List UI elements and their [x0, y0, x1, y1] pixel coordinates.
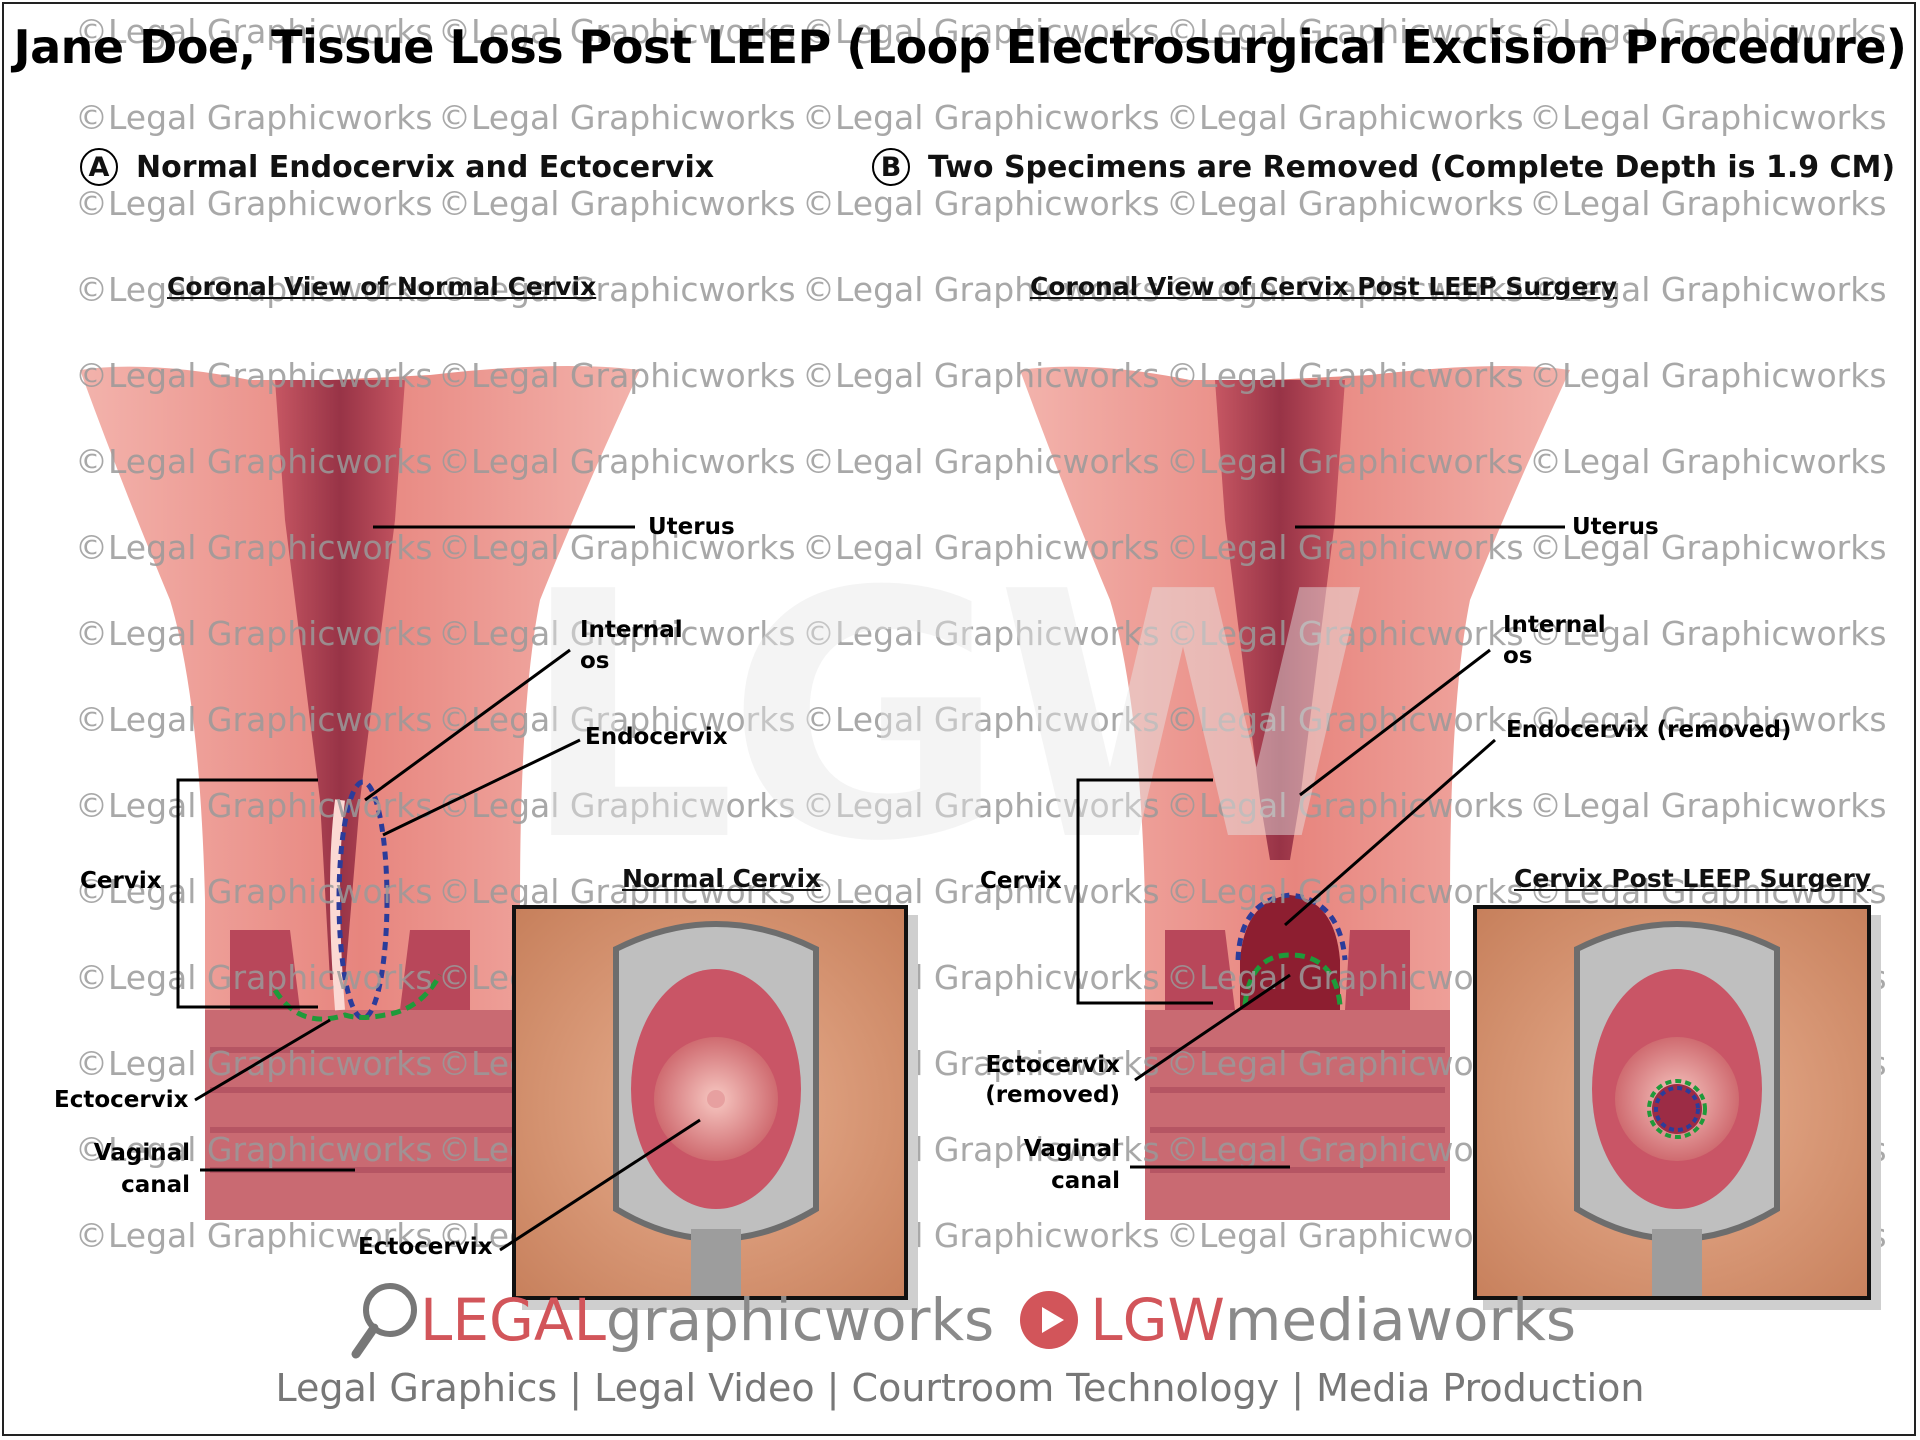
- lgw-big-watermark: LGW: [520, 520, 1371, 916]
- magnifier-icon: [351, 1283, 417, 1359]
- section-a-heading: A Normal Endocervix and Ectocervix: [80, 148, 714, 186]
- label-internal-os-right-2: os: [1503, 643, 1533, 669]
- label-vaginal-canal-right-1: Vaginal: [1023, 1136, 1120, 1162]
- section-b-marker: B: [872, 148, 910, 186]
- section-b-heading: B Two Specimens are Removed (Complete De…: [872, 148, 1895, 186]
- post-leep-cervix-inset: [1473, 905, 1871, 1300]
- label-ectocervix-right-2: (removed): [985, 1082, 1120, 1108]
- speculum-view-normal: [516, 909, 904, 1296]
- speculum-view-post-leep: [1477, 909, 1867, 1296]
- label-uterus-right: Uterus: [1572, 514, 1659, 540]
- label-uterus-left: Uterus: [648, 514, 735, 540]
- footer-tagline: Legal Graphics | Legal Video | Courtroom…: [275, 1366, 1645, 1410]
- brand-graphicworks: graphicworks: [605, 1286, 995, 1354]
- normal-cervix-inset: [512, 905, 908, 1300]
- section-a-marker: A: [80, 148, 118, 186]
- section-b-title: Two Specimens are Removed (Complete Dept…: [928, 149, 1896, 185]
- label-vaginal-canal-right-2: canal: [1051, 1168, 1120, 1194]
- footer-logo: LEGAL graphicworks LGW mediaworks: [350, 1280, 1576, 1360]
- label-ectocervix-inset: Ectocervix: [358, 1234, 493, 1260]
- right-view-title: Coronal View of Cervix Post LEEP Surgery: [1030, 272, 1618, 301]
- right-inset-title: Cervix Post LEEP Surgery: [1514, 864, 1872, 893]
- label-internal-os-left-2: os: [580, 648, 610, 674]
- label-cervix-right: Cervix: [980, 868, 1062, 894]
- label-cervix-left: Cervix: [80, 868, 162, 894]
- label-endocervix-right: Endocervix (removed): [1506, 717, 1792, 743]
- section-a-title: Normal Endocervix and Ectocervix: [136, 149, 715, 185]
- label-vaginal-canal-left-2: canal: [121, 1172, 190, 1198]
- label-ectocervix-right-1: Ectocervix: [985, 1052, 1120, 1078]
- brand-mediaworks: mediaworks: [1224, 1286, 1577, 1354]
- brand-legal: LEGAL: [420, 1286, 606, 1354]
- label-endocervix-left: Endocervix: [585, 724, 728, 750]
- label-vaginal-canal-left-1: Vaginal: [93, 1140, 190, 1166]
- play-icon: [1020, 1291, 1079, 1349]
- label-internal-os-left-1: Internal: [580, 617, 683, 643]
- label-ectocervix-left: Ectocervix: [54, 1087, 189, 1113]
- label-internal-os-right-1: Internal: [1503, 612, 1606, 638]
- brand-lgw: LGW: [1090, 1286, 1225, 1354]
- left-view-title: Coronal View of Normal Cervix: [167, 272, 597, 301]
- page-title: Jane Doe, Tissue Loss Post LEEP (Loop El…: [13, 20, 1907, 74]
- left-inset-title: Normal Cervix: [622, 864, 822, 893]
